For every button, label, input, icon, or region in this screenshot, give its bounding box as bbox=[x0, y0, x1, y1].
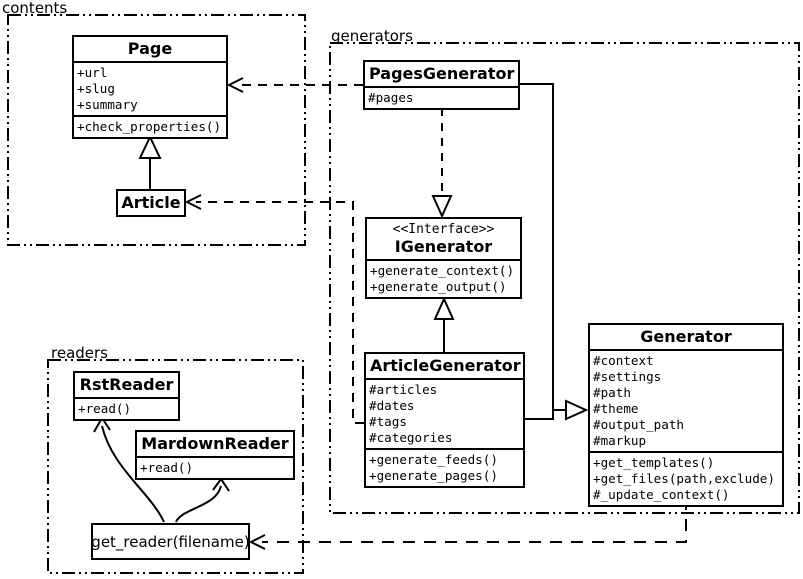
attribute: #output_path bbox=[593, 417, 684, 432]
class-generator: Generator #context #settings #path #them… bbox=[588, 323, 784, 507]
class-generator-title: Generator bbox=[590, 325, 782, 351]
function-get-reader: get_reader(filename) bbox=[91, 523, 250, 560]
class-igenerator: <<Interface>> IGenerator +generate_conte… bbox=[365, 217, 522, 299]
method: +generate_feeds() bbox=[369, 452, 498, 467]
class-articlegenerator: ArticleGenerator #articles #dates #tags … bbox=[364, 352, 525, 488]
attribute: #categories bbox=[369, 430, 453, 445]
edge-pagesgenerator-to-igenerator-realization bbox=[431, 108, 453, 219]
class-generator-methods: +get_templates() +get_files(path,exclude… bbox=[590, 453, 782, 505]
attribute: #settings bbox=[593, 369, 662, 384]
class-page-title: Page bbox=[74, 37, 226, 63]
edge-generator-to-getreader-dependency bbox=[248, 498, 687, 550]
class-article-title: Article bbox=[121, 193, 181, 212]
attribute: #theme bbox=[593, 401, 639, 416]
method: +get_templates() bbox=[593, 455, 715, 470]
package-label-contents: contents bbox=[2, 0, 68, 17]
class-igenerator-stereotype: <<Interface>> bbox=[392, 222, 495, 237]
class-mardownreader: MardownReader +read() bbox=[135, 430, 295, 480]
class-page-attributes: +url +slug +summary bbox=[74, 63, 226, 117]
method: +generate_pages() bbox=[369, 468, 498, 483]
method: +check_properties() bbox=[77, 119, 222, 134]
attribute: #articles bbox=[369, 382, 438, 397]
class-pagesgenerator-attributes: #pages bbox=[365, 88, 518, 108]
class-rstreader: RstReader +read() bbox=[73, 371, 180, 421]
attribute: #context bbox=[593, 353, 654, 368]
package-generators-border bbox=[329, 42, 800, 514]
package-label-readers: readers bbox=[51, 344, 108, 362]
attribute: #dates bbox=[369, 398, 415, 413]
class-igenerator-title: IGenerator bbox=[367, 237, 520, 261]
class-page: Page +url +slug +summary +check_properti… bbox=[72, 35, 228, 139]
function-get-reader-label: get_reader(filename) bbox=[91, 532, 250, 551]
edge-article-to-page-generalization bbox=[138, 134, 162, 189]
method: +get_files(path,exclude) bbox=[593, 471, 775, 486]
attribute: #path bbox=[593, 385, 631, 400]
class-mardownreader-methods: +read() bbox=[137, 458, 293, 478]
attribute: #pages bbox=[368, 90, 414, 105]
attribute: +url bbox=[77, 65, 108, 80]
edge-pagesgenerator-to-page-dependency bbox=[226, 77, 363, 93]
class-articlegenerator-methods: +generate_feeds() +generate_pages() bbox=[366, 450, 523, 486]
class-article: Article bbox=[116, 189, 186, 217]
attribute: +slug bbox=[77, 81, 115, 96]
attribute: +summary bbox=[77, 97, 138, 112]
package-contents-border bbox=[7, 14, 306, 246]
class-pagesgenerator: PagesGenerator #pages bbox=[363, 60, 520, 110]
class-mardownreader-title: MardownReader bbox=[137, 432, 293, 458]
method: +generate_output() bbox=[370, 279, 507, 294]
package-readers-border bbox=[47, 359, 304, 574]
edge-articlegenerator-to-igenerator-generalization bbox=[433, 296, 455, 352]
method: +read() bbox=[78, 401, 132, 416]
method: +read() bbox=[140, 460, 194, 475]
method: +generate_context() bbox=[370, 263, 515, 278]
edge-generators-to-generator-generalization bbox=[520, 83, 589, 421]
class-page-methods: +check_properties() bbox=[74, 117, 226, 137]
attribute: #tags bbox=[369, 414, 407, 429]
class-rstreader-title: RstReader bbox=[75, 373, 178, 399]
class-articlegenerator-title: ArticleGenerator bbox=[366, 354, 523, 380]
attribute: #markup bbox=[593, 433, 647, 448]
edge-articlegenerator-to-article-dependency bbox=[184, 194, 364, 424]
class-igenerator-methods: +generate_context() +generate_output() bbox=[367, 261, 520, 297]
edge-getreader-to-mardownreader-arrow bbox=[175, 477, 230, 523]
class-generator-attributes: #context #settings #path #theme #output_… bbox=[590, 351, 782, 453]
class-articlegenerator-attributes: #articles #dates #tags #categories bbox=[366, 380, 523, 450]
package-label-generators: generators bbox=[331, 27, 413, 45]
class-pagesgenerator-title: PagesGenerator bbox=[365, 62, 518, 88]
class-rstreader-methods: +read() bbox=[75, 399, 178, 419]
method: #_update_context() bbox=[593, 487, 730, 502]
